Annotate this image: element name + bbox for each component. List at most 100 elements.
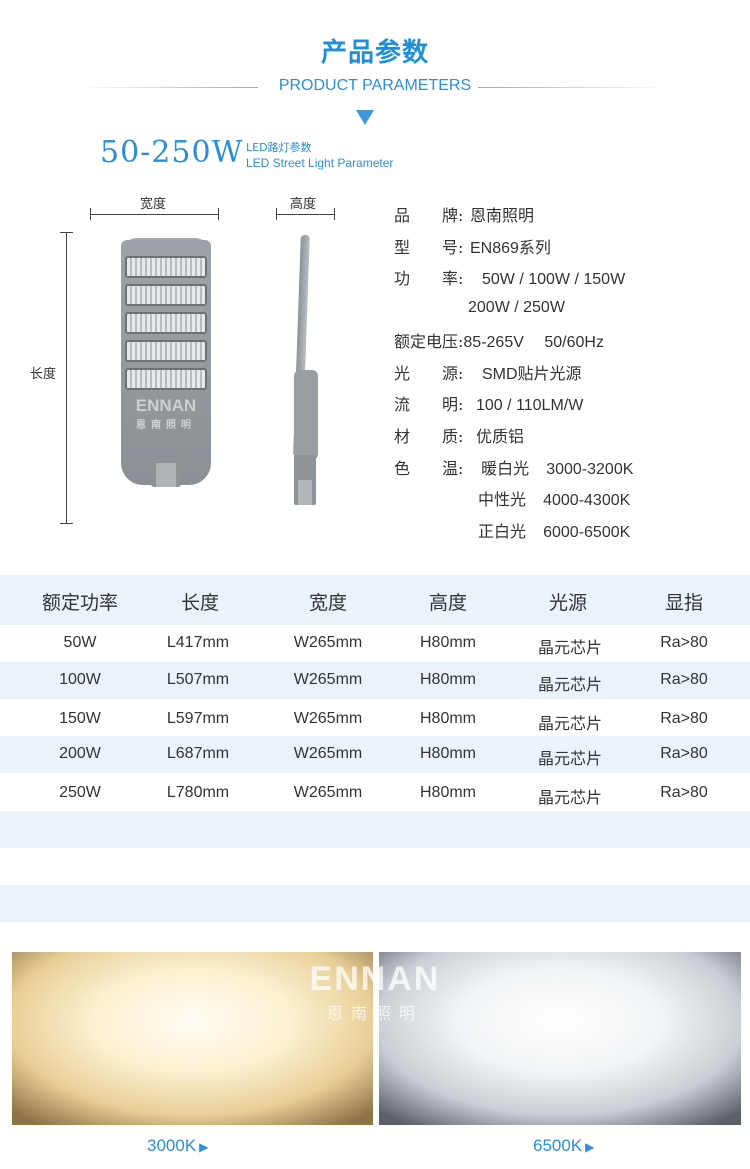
down-triangle-icon bbox=[356, 110, 374, 125]
table-cell: 晶元芯片 bbox=[537, 790, 602, 807]
height-label: 高度 bbox=[290, 197, 317, 212]
product-subtitle-en: LED Street Light Parameter bbox=[246, 156, 394, 170]
spec-value: 85-265V 50/60Hz bbox=[463, 334, 604, 351]
side-mount-socket bbox=[298, 480, 312, 505]
spec-key: 材 质: bbox=[394, 427, 464, 446]
length-dimension-line bbox=[66, 232, 67, 524]
table-cell: 晶元芯片 bbox=[537, 716, 602, 733]
led-module bbox=[125, 312, 207, 334]
table-cell: 晶元芯片 bbox=[537, 751, 602, 768]
page-title: 产品参数 bbox=[320, 38, 429, 68]
height-dimension-line bbox=[276, 214, 334, 215]
warm-caption-text: 3000K bbox=[147, 1136, 197, 1155]
column-header: 宽度 bbox=[308, 592, 347, 614]
led-module bbox=[125, 340, 207, 362]
lamp-mount-socket bbox=[156, 463, 176, 487]
spec-cct-row: 正白光 6000-6500K bbox=[478, 518, 630, 542]
cct-name: 中性光 bbox=[478, 490, 527, 509]
table-cell: 200W bbox=[59, 745, 101, 762]
spec-value: 100 / 110LM/W bbox=[476, 397, 584, 414]
table-row-band bbox=[0, 736, 750, 773]
length-tick-bottom bbox=[60, 523, 73, 524]
length-tick-top bbox=[60, 232, 73, 233]
spec-voltage: 额定电压:85-265V 50/60Hz bbox=[394, 328, 604, 352]
spec-flux: 流 明: 100 / 110LM/W bbox=[394, 391, 583, 415]
side-housing bbox=[294, 370, 318, 460]
cct-range: 3000-3200K bbox=[546, 461, 634, 478]
width-dimension-line bbox=[90, 214, 218, 215]
table-cell: L507mm bbox=[166, 671, 230, 688]
spec-value: 50W / 100W / 150W bbox=[482, 271, 626, 288]
table-row: 50W L417mm W265mm H80mm 晶元芯片 Ra>80 bbox=[0, 634, 750, 657]
table-cell: H80mm bbox=[419, 710, 476, 727]
column-header: 额定功率 bbox=[41, 592, 118, 614]
cool-light-photo bbox=[379, 952, 741, 1125]
cct-range: 6000-6500K bbox=[543, 524, 631, 541]
length-label: 长度 bbox=[30, 367, 57, 382]
spec-key: 色 温: bbox=[394, 459, 464, 478]
table-cell: 250W bbox=[59, 784, 101, 801]
table-cell: H80mm bbox=[419, 784, 476, 801]
width-tick-left bbox=[90, 208, 91, 220]
spec-value: 200W / 250W bbox=[468, 299, 565, 316]
cct-name: 暖白光 bbox=[481, 459, 530, 478]
spec-brand: 品 牌: 恩南照明 bbox=[394, 202, 534, 226]
table-cell: W265mm bbox=[293, 784, 363, 801]
column-header: 长度 bbox=[180, 592, 219, 614]
table-cell: 150W bbox=[59, 710, 101, 727]
table-cell: L687mm bbox=[166, 745, 230, 762]
spec-power: 功 率:50W / 100W / 150W bbox=[394, 265, 625, 289]
spec-key: 品 牌: bbox=[394, 206, 464, 225]
table-cell: 晶元芯片 bbox=[537, 677, 602, 694]
table-row-band bbox=[0, 811, 750, 848]
spec-key: 型 号: bbox=[394, 238, 464, 257]
title-rule-right bbox=[478, 87, 668, 88]
table-cell: W265mm bbox=[293, 634, 363, 651]
table-cell: H80mm bbox=[419, 671, 476, 688]
page-subtitle: PRODUCT PARAMETERS bbox=[278, 77, 472, 94]
led-module bbox=[125, 368, 207, 390]
play-arrow-icon: ▶ bbox=[199, 1140, 209, 1154]
column-header: 光源 bbox=[548, 592, 587, 614]
table-cell: Ra>80 bbox=[660, 784, 708, 801]
table-cell: W265mm bbox=[293, 710, 363, 727]
table-cell: L417mm bbox=[166, 634, 230, 651]
cct-range: 4000-4300K bbox=[543, 492, 631, 509]
cool-caption-text: 6500K bbox=[533, 1136, 583, 1155]
spec-power-cont: 200W / 250W bbox=[468, 297, 565, 317]
column-header: 显指 bbox=[664, 592, 703, 614]
table-cell: 100W bbox=[59, 671, 101, 688]
spec-cct: 色 温: 暖白光 3000-3200K bbox=[394, 455, 633, 479]
cool-caption: 6500K▶ bbox=[533, 1136, 594, 1156]
photo-brand-watermark-cn: 恩南照明 bbox=[326, 1004, 423, 1023]
table-cell: Ra>80 bbox=[660, 710, 708, 727]
table-cell: Ra>80 bbox=[660, 745, 708, 762]
table-row: 200W L687mm W265mm H80mm 晶元芯片 Ra>80 bbox=[0, 745, 750, 768]
street-light-front-image: ENNAN 恩南照明 bbox=[121, 240, 211, 485]
table-header-band bbox=[0, 575, 750, 625]
lamp-brand-watermark: ENNAN bbox=[135, 396, 197, 415]
table-row: 100W L507mm W265mm H80mm 晶元芯片 Ra>80 bbox=[0, 671, 750, 694]
photo-brand-watermark: ENNAN bbox=[309, 960, 441, 998]
table-cell: 晶元芯片 bbox=[537, 640, 602, 657]
product-subtitle-cn: LED路灯参数 bbox=[246, 141, 312, 154]
table-row: 150W L597mm W265mm H80mm 晶元芯片 Ra>80 bbox=[0, 710, 750, 733]
table-cell: Ra>80 bbox=[660, 671, 708, 688]
cct-name: 正白光 bbox=[478, 522, 527, 541]
spec-value: SMD贴片光源 bbox=[482, 366, 582, 383]
wattage-range: 50-250W bbox=[100, 135, 244, 170]
warm-caption: 3000K▶ bbox=[147, 1136, 208, 1156]
table-cell: W265mm bbox=[293, 745, 363, 762]
spec-model: 型 号:EN869系列 bbox=[394, 234, 551, 258]
led-module bbox=[125, 284, 207, 306]
table-cell: H80mm bbox=[419, 745, 476, 762]
table-cell: L597mm bbox=[166, 710, 230, 727]
table-cell: Ra>80 bbox=[660, 634, 708, 651]
spec-key: 流 明: bbox=[394, 395, 464, 414]
spec-value: 恩南照明 bbox=[470, 206, 535, 225]
height-tick-right bbox=[334, 208, 335, 220]
spec-material: 材 质:优质铝 bbox=[394, 423, 524, 447]
height-tick-left bbox=[276, 208, 277, 220]
column-header: 高度 bbox=[428, 592, 467, 614]
lamp-brand-watermark-cn: 恩南照明 bbox=[136, 420, 196, 431]
